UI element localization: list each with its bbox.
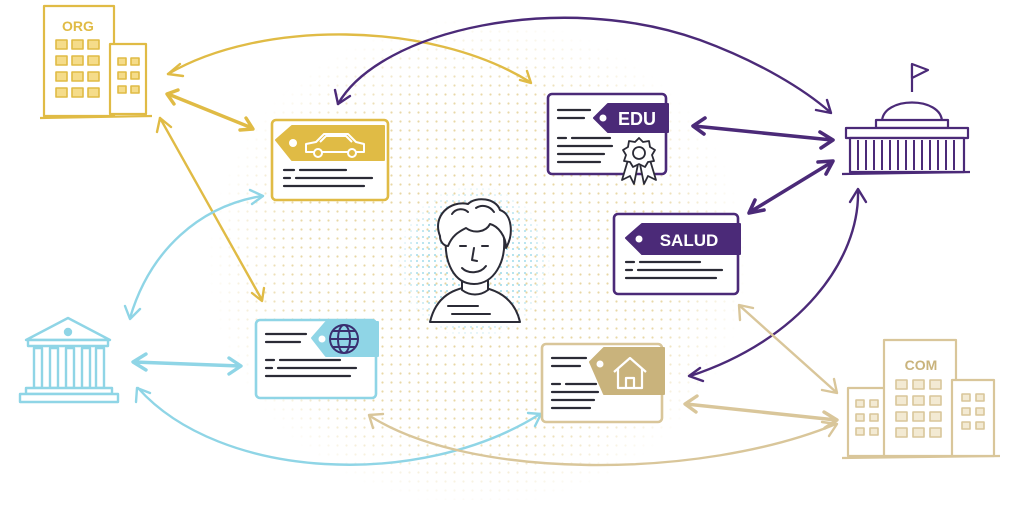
house-icon: [613, 356, 647, 390]
arrow-home-gov: [688, 188, 860, 378]
arrow-org-globe: [158, 116, 264, 302]
arrow-globe-com: [368, 414, 838, 467]
edu-label: EDU: [618, 109, 656, 129]
arrow-salud-com: [738, 304, 838, 394]
org-label: ORG: [62, 18, 94, 34]
arrow-bank-car: [128, 194, 264, 320]
com-building: COM: [841, 338, 1001, 460]
credential-card-car[interactable]: [270, 118, 390, 202]
certificate-seal-icon: [621, 137, 657, 185]
arrow-edu-gov: [692, 124, 834, 142]
org-building: ORG: [39, 4, 153, 120]
person-portrait-icon: [398, 186, 550, 338]
arrow-bank-globe: [132, 360, 242, 368]
arrow-car-gov: [336, 16, 832, 114]
arrow-org-car: [166, 92, 254, 130]
arrow-org-edu: [166, 33, 532, 84]
com-label: COM: [905, 357, 938, 373]
credential-card-home[interactable]: [540, 342, 665, 424]
arrow-home-com: [684, 402, 838, 422]
bank-building-icon: [18, 316, 120, 404]
globe-icon: [329, 324, 359, 354]
capitol-building-icon: [841, 62, 971, 176]
credential-card-edu[interactable]: EDU: [546, 92, 669, 185]
credential-card-salud[interactable]: SALUD: [612, 212, 741, 296]
connection-arrows: [123, 16, 868, 467]
arrow-bank-home: [136, 386, 542, 466]
credential-card-globe[interactable]: [254, 318, 379, 400]
arrow-salud-gov: [748, 160, 834, 214]
car-icon: [305, 133, 365, 158]
salud-label: SALUD: [660, 231, 719, 250]
